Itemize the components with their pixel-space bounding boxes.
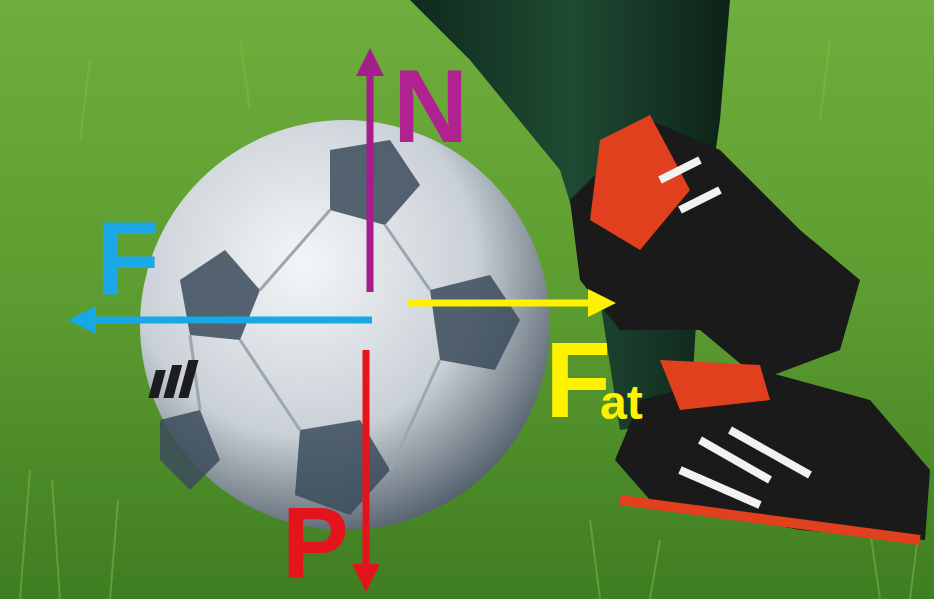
force-label: at — [600, 379, 643, 427]
friction-force-arrow — [408, 300, 602, 307]
force-label: N — [393, 54, 468, 158]
force-label: F — [96, 206, 160, 310]
weight-force-arrow — [363, 350, 370, 578]
applied-force-arrow — [82, 317, 372, 324]
normal-force-arrow — [367, 62, 374, 292]
force-label: P — [282, 492, 349, 592]
